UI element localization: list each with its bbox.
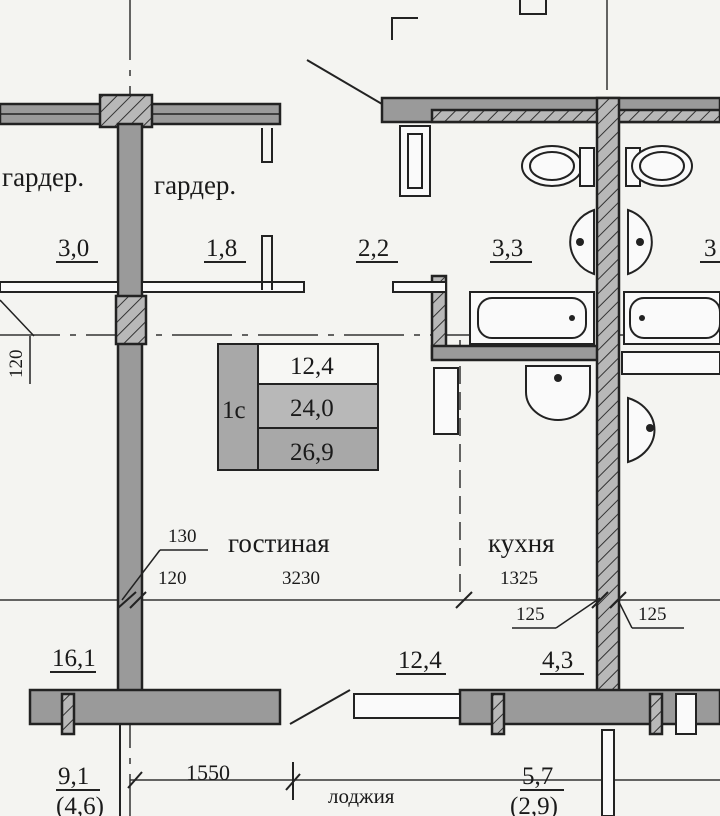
partition-wardrobe xyxy=(141,281,305,293)
area-wardrobe-right: 1,8 xyxy=(206,235,237,262)
wall-small-bottom xyxy=(433,367,459,435)
bath-wall-stub xyxy=(392,281,447,293)
bathtub-right xyxy=(623,291,720,345)
bath-wall-bottom xyxy=(430,344,602,362)
partition-left xyxy=(0,281,119,293)
area-bathroom: 3,3 xyxy=(492,235,523,262)
sink-right xyxy=(627,208,653,276)
balcony-door xyxy=(353,693,461,719)
partition-stub xyxy=(261,235,273,290)
toilet-right xyxy=(625,145,693,187)
sink-left xyxy=(569,208,595,276)
window-right xyxy=(675,693,697,735)
apartment-legend xyxy=(217,343,379,471)
area-living-left: 16,1 xyxy=(52,645,96,672)
dim-125-left: 125 xyxy=(516,604,545,625)
room-label-loggia: лоджия xyxy=(328,784,395,808)
window-left xyxy=(60,692,76,736)
dim-130: 130 xyxy=(168,526,197,547)
dim-125-right: 125 xyxy=(638,604,667,625)
area-wardrobe-left: 3,0 xyxy=(58,235,89,262)
bathtub-left xyxy=(469,291,595,345)
wardrobe-rail-top xyxy=(261,128,273,163)
top-corner-mark xyxy=(391,17,418,40)
top-right-mark xyxy=(519,0,547,15)
dimension-labels: 130 120 3230 1325 125 125 1550 120 xyxy=(0,299,684,785)
sink-bottom-left xyxy=(525,365,591,421)
svg-text:120: 120 xyxy=(6,350,27,379)
dim-120-row: 120 xyxy=(158,568,187,589)
toilet-left xyxy=(521,145,595,187)
area-kitchen: 4,3 xyxy=(542,647,573,674)
window-mid-left xyxy=(490,692,506,736)
dimension-ticks xyxy=(117,591,627,800)
dim-120-top: 120 xyxy=(6,350,27,379)
legend-value-gross: 26,9 xyxy=(290,439,334,466)
area-living: 12,4 xyxy=(398,647,442,674)
area-neighbor-bath: 3 xyxy=(704,235,717,262)
entrance-door-line xyxy=(306,59,383,105)
wall-top-right-inner xyxy=(430,108,720,124)
legend-value-living: 12,4 xyxy=(290,353,334,380)
dim-1325: 1325 xyxy=(500,568,538,589)
room-label-wardrobe-right: гардер. xyxy=(154,170,236,200)
area-loggia-left: 9,1 xyxy=(58,763,89,790)
vent-inner xyxy=(407,133,423,189)
area-loggia: 5,7 xyxy=(522,763,553,790)
dim-1550: 1550 xyxy=(186,760,230,785)
loggia-divider xyxy=(601,729,615,816)
balcony-door-swing xyxy=(289,689,351,725)
area-loggia-left-sub: (4,6) xyxy=(56,793,104,816)
area-loggia-sub: (2,9) xyxy=(510,793,558,816)
legend-value-total: 24,0 xyxy=(290,395,334,422)
window-mid-right xyxy=(648,692,664,736)
sink-bottom-right xyxy=(627,396,656,464)
room-label-kitchen: кухня xyxy=(488,528,555,558)
column-top xyxy=(98,93,154,129)
area-labels: 3,0 1,8 2,2 3,3 3 16,1 12,4 4,3 9,1 (4,6… xyxy=(50,235,720,816)
legend-type: 1с xyxy=(222,397,246,424)
counter-right xyxy=(621,351,720,375)
area-hall: 2,2 xyxy=(358,235,389,262)
column-mid xyxy=(114,294,148,346)
room-label-living: гостиная xyxy=(228,528,330,558)
wall-vertical-right xyxy=(595,96,621,724)
wall-vertical-left xyxy=(116,122,144,696)
dim-3230: 3230 xyxy=(282,568,320,589)
room-label-wardrobe-left: гардер. xyxy=(2,162,84,192)
